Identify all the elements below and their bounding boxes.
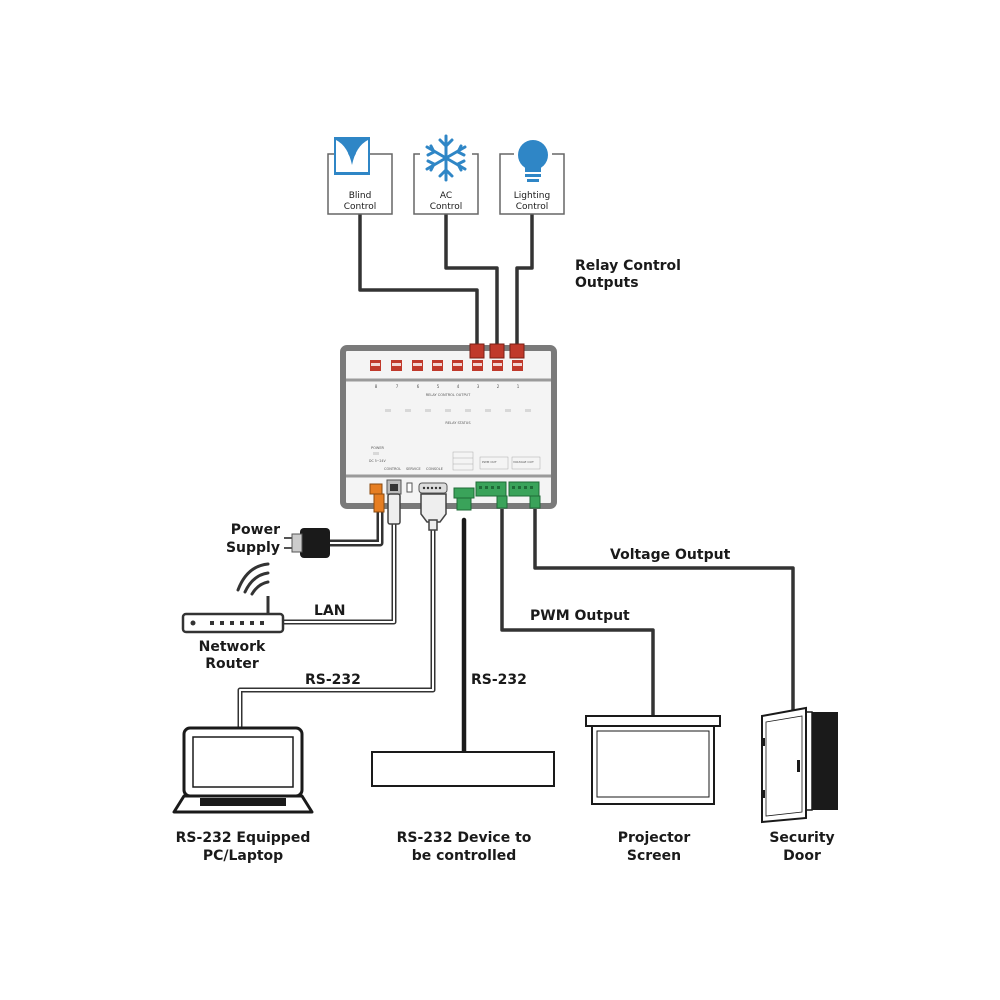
voltage-plug	[529, 495, 541, 509]
dc-in-label: DC 5~24V	[369, 459, 386, 463]
projector-screen: Projector Screen	[585, 715, 721, 864]
power-adapter-icon	[300, 528, 330, 558]
relay-num-2: 2	[497, 384, 500, 389]
power-supply-label-1: Power	[231, 522, 280, 538]
network-router-label-2: Router	[205, 656, 259, 672]
connectors	[373, 493, 541, 531]
relay-plug-lighting	[509, 343, 525, 359]
usb-port	[406, 482, 413, 493]
pc-laptop-label-2: PC/Laptop	[203, 848, 283, 864]
relay-outputs-label-2: Outputs	[575, 275, 639, 291]
network-router: LAN Network Router	[181, 562, 345, 672]
blind-relay-cable	[358, 210, 479, 347]
laptop: RS-232 Equipped PC/Laptop	[172, 726, 314, 864]
relay-num-6: 6	[417, 384, 420, 389]
snowflake-icon	[420, 134, 472, 182]
dsub-plug	[420, 493, 447, 523]
projector-screen-label-1: Projector	[618, 830, 691, 846]
rs232-device: RS-232 Device to be controlled	[371, 751, 555, 864]
wifi-icon	[236, 562, 270, 596]
relay-num-5: 5	[437, 384, 440, 389]
relay-plug-ac	[489, 343, 505, 359]
power-supply-label-2: Supply	[226, 540, 280, 556]
ac-relay-cable	[444, 210, 499, 347]
relay-num-4: 4	[457, 384, 460, 389]
lighting-control-box: Lighting Control	[499, 138, 565, 215]
door-icon	[761, 706, 807, 824]
security-door: Security Door	[761, 706, 838, 864]
network-router-label-1: Network	[199, 639, 266, 655]
lighting-relay-cable	[515, 210, 534, 347]
service-port-label: SERVICE	[406, 467, 421, 471]
io-table	[452, 451, 541, 471]
blind-label-1: Blind	[349, 191, 372, 201]
security-door-label-1: Security	[769, 830, 834, 846]
relay-outputs-label-1: Relay Control	[575, 258, 681, 274]
relay-status-label: RELAY STATUS	[445, 421, 471, 425]
lan-plug	[387, 493, 401, 525]
voltage-output-label: Voltage Output	[610, 547, 731, 563]
ac-control-box: AC Control	[413, 134, 479, 215]
blind-control-box: Blind Control	[327, 137, 393, 215]
lan-label: LAN	[314, 603, 345, 619]
rs232-left-label: RS-232	[305, 672, 361, 688]
relay-num-3: 3	[477, 384, 480, 389]
dc-power-port	[369, 483, 383, 495]
ac-label-1: AC	[440, 191, 452, 201]
rs232-device-label-1: RS-232 Device to	[397, 830, 532, 846]
pwm-out-label: PWM OUT	[482, 460, 497, 464]
control-device: 8 7 6 5 4 3 2 1 RELAY CONTROL OUTPUT REL…	[340, 343, 557, 509]
pc-laptop-label-1: RS-232 Equipped	[176, 830, 311, 846]
relay-num-8: 8	[375, 384, 378, 389]
relay-plug-blind	[469, 343, 485, 359]
projector-screen-label-2: Screen	[627, 848, 681, 864]
light-bulb-icon	[514, 138, 552, 184]
security-door-label-2: Door	[783, 848, 821, 864]
pwm-cable	[500, 506, 655, 718]
power-supply: Power Supply	[226, 522, 330, 558]
rs232-device-label-2: be controlled	[412, 848, 517, 864]
relay-num-1: 1	[517, 384, 520, 389]
power-plug	[373, 493, 385, 513]
rs232-mid-label: RS-232	[471, 672, 527, 688]
pwm-plug	[496, 495, 508, 509]
power-cable	[326, 506, 384, 547]
power-led-label: POWER	[371, 446, 385, 450]
relay-status-leds	[385, 409, 531, 412]
cables	[237, 210, 795, 755]
projector-screen-icon	[585, 715, 721, 727]
blind-label-2: Control	[344, 202, 377, 212]
relay-num-7: 7	[396, 384, 399, 389]
pwm-output-label: PWM Output	[530, 608, 630, 624]
lighting-label-1: Lighting	[514, 191, 550, 201]
rs232-device-box	[371, 751, 555, 787]
console-port-label: CONSOLE	[426, 467, 443, 471]
lighting-label-2: Control	[516, 202, 549, 212]
voltage-cable	[533, 506, 795, 714]
control-port-label: CONTROL	[384, 467, 401, 471]
voltage-out-label: VOLTAGE OUT	[513, 460, 534, 464]
rs232-terminal	[453, 487, 475, 499]
ac-label-2: Control	[430, 202, 463, 212]
relay-control-output-label: RELAY CONTROL OUTPUT	[426, 393, 471, 397]
rs232-plug	[456, 497, 472, 511]
relay-terminal-row	[370, 360, 523, 371]
